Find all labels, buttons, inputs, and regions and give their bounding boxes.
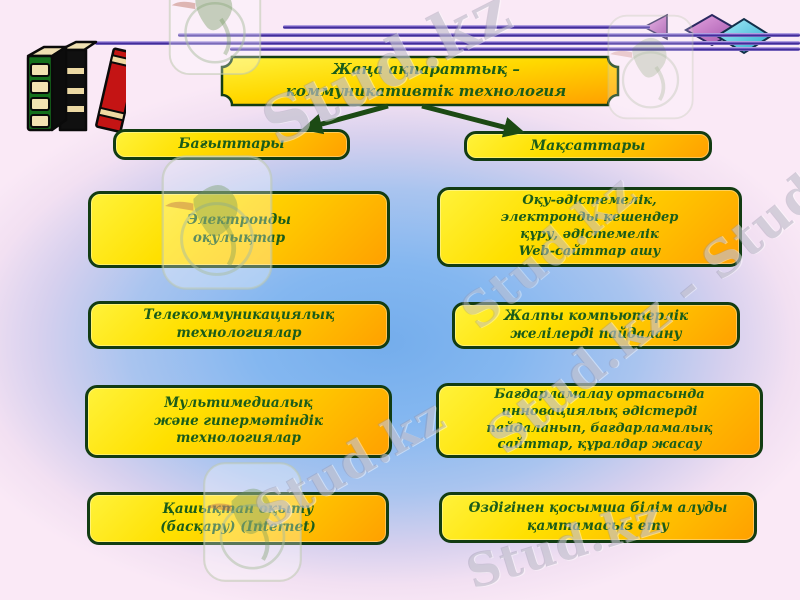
title-box: Жаңа ақпараттық – коммуникативтік технол… bbox=[220, 55, 620, 107]
left-header-label: Бағыттары bbox=[178, 136, 285, 153]
right-box-1: Оқу-әдістемелік, электронды кешендер құр… bbox=[437, 187, 742, 267]
divider-line-3 bbox=[95, 41, 800, 45]
right-box-1-text: Оқу-әдістемелік, электронды кешендер құр… bbox=[500, 193, 679, 259]
left-box-1-text: Электронды оқулықтар bbox=[186, 211, 292, 246]
divider-line-1 bbox=[283, 25, 650, 29]
divider-line-4 bbox=[230, 47, 800, 51]
branch-arrows bbox=[301, 103, 525, 138]
right-box-2: Жалпы компьютерлік желілерді пайдалану bbox=[452, 302, 740, 349]
right-header-label: Мақсаттары bbox=[530, 137, 646, 154]
left-box-3: Мультимедиалық және гипермәтіндік технол… bbox=[85, 385, 392, 458]
divider-line-2 bbox=[178, 33, 800, 37]
left-box-4: Қашықтан оқыту (басқару) (Internet) bbox=[87, 492, 389, 545]
arrow-left bbox=[301, 103, 389, 135]
slide-title: Жаңа ақпараттық – коммуникативтік технол… bbox=[285, 60, 567, 100]
right-column-header: Мақсаттары bbox=[464, 131, 712, 161]
left-box-3-text: Мультимедиалық және гипермәтіндік технол… bbox=[154, 395, 323, 447]
right-box-3-text: Бағдарламалау ортасында инновациялық әді… bbox=[486, 387, 713, 453]
arrow-right bbox=[421, 103, 525, 138]
left-box-4-text: Қашықтан оқыту (басқару) (Internet) bbox=[160, 500, 316, 535]
books-clipart bbox=[26, 40, 126, 133]
right-box-4-text: Өздігінен қосымша білім алуды қамтамасыз… bbox=[468, 499, 728, 534]
right-box-4: Өздігінен қосымша білім алуды қамтамасыз… bbox=[439, 492, 757, 543]
right-box-3: Бағдарламалау ортасында инновациялық әді… bbox=[436, 383, 763, 458]
left-box-2-text: Телекоммуникациялық технологиялар bbox=[143, 307, 335, 341]
left-box-2: Телекоммуникациялық технологиялар bbox=[88, 301, 390, 349]
right-box-2-text: Жалпы компьютерлік желілерді пайдалану bbox=[503, 307, 689, 342]
left-box-1: Электронды оқулықтар bbox=[88, 191, 390, 268]
